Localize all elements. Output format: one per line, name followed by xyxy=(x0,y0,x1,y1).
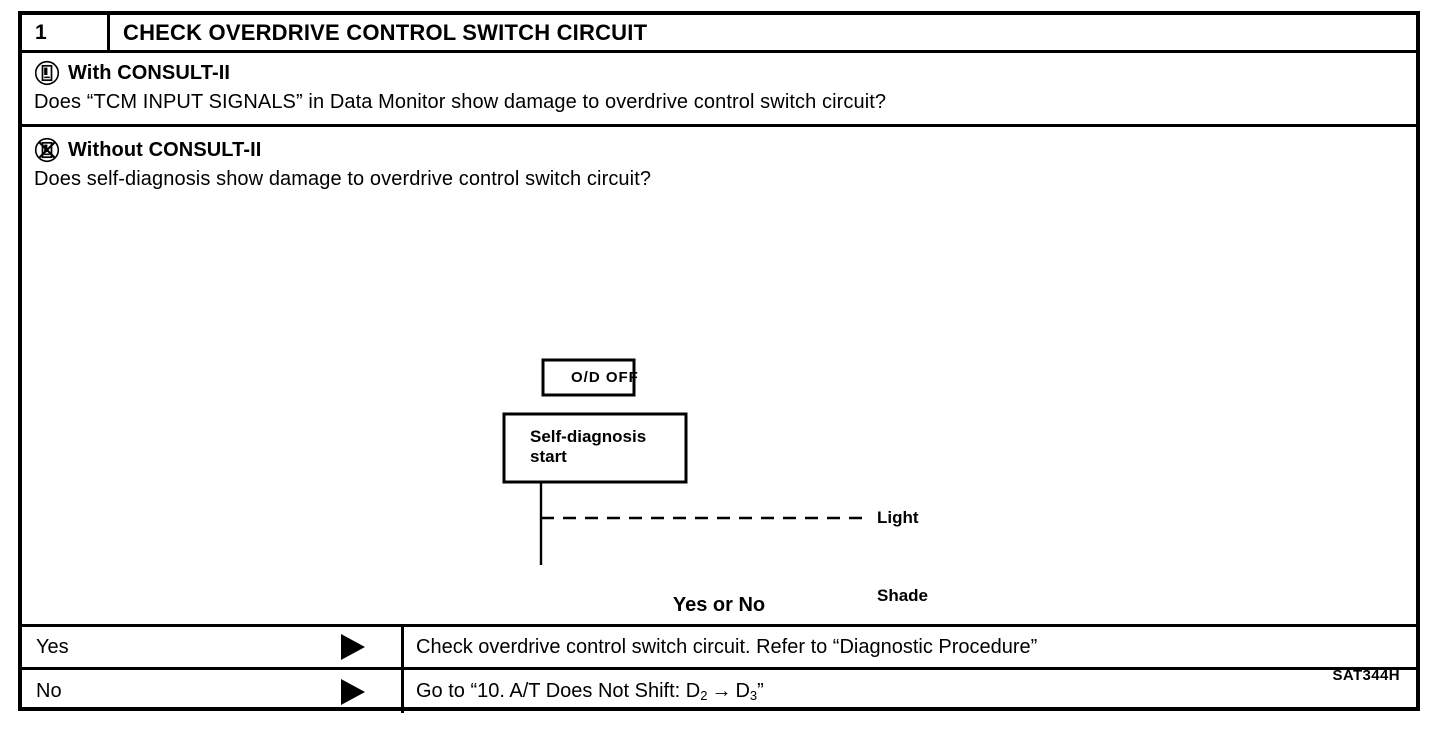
self-diagnosis-label-line2: start xyxy=(530,447,567,466)
without-consult-question: Does self-diagnosis show damage to overd… xyxy=(34,168,652,190)
with-consult-section: With CONSULT-II Does “TCM INPUT SIGNALS”… xyxy=(22,53,1416,127)
without-consult-heading: Without CONSULT-II xyxy=(68,138,262,161)
step-number: 1 xyxy=(35,21,47,44)
with-consult-question: Does “TCM INPUT SIGNALS” in Data Monitor… xyxy=(34,91,887,113)
figure-code: SAT344H xyxy=(1332,667,1400,684)
step-number-cell: 1 xyxy=(22,15,110,50)
without-consult-section: Without CONSULT-II Does self-diagnosis s… xyxy=(22,127,1416,684)
step-title: CHECK OVERDRIVE CONTROL SWITCH CIRCUIT xyxy=(123,19,648,45)
result-key-cell-no: No xyxy=(22,670,404,713)
consult-device-icon xyxy=(34,60,60,86)
od-off-label: O/D OFF xyxy=(571,369,639,386)
result-action-no-suffix: ” xyxy=(757,680,764,702)
step-title-row: 1 CHECK OVERDRIVE CONTROL SWITCH CIRCUIT xyxy=(22,15,1416,53)
result-action-no-letter2: D xyxy=(735,680,750,702)
self-diagnosis-label-line1: Self-diagnosis xyxy=(530,427,647,446)
result-action-yes: Check overdrive control switch circuit. … xyxy=(416,635,1038,658)
light-level-label: Light xyxy=(877,508,919,527)
result-key-cell-yes: Yes xyxy=(22,627,404,667)
with-consult-heading: With CONSULT-II xyxy=(68,61,231,84)
triangle-right-icon xyxy=(341,678,365,705)
worksheet-table: 1 CHECK OVERDRIVE CONTROL SWITCH CIRCUIT… xyxy=(18,11,1420,713)
self-diagnosis-timing-figure: O/D OFF Self-diagnosis start Light Shade xyxy=(22,245,1416,605)
result-action-no-sub1: 2 xyxy=(700,688,708,703)
result-key-yes: Yes xyxy=(36,635,69,658)
consult-device-crossed-icon xyxy=(34,137,60,163)
result-key-no: No xyxy=(36,680,62,702)
yes-or-no-prompt: Yes or No xyxy=(672,594,766,616)
without-consult-heading-line: Without CONSULT-II xyxy=(34,137,1404,163)
shift-arrow-icon: → xyxy=(711,680,732,702)
with-consult-heading-line: With CONSULT-II xyxy=(34,60,1404,86)
result-row-yes: Yes Check overdrive control switch circu… xyxy=(22,627,1416,670)
result-action-no-prefix: Go to “10. A/T Does Not Shift: D xyxy=(416,680,701,702)
shade-level-label: Shade xyxy=(877,586,929,605)
triangle-right-icon xyxy=(341,634,365,660)
result-action-no-sub2: 3 xyxy=(749,688,758,703)
